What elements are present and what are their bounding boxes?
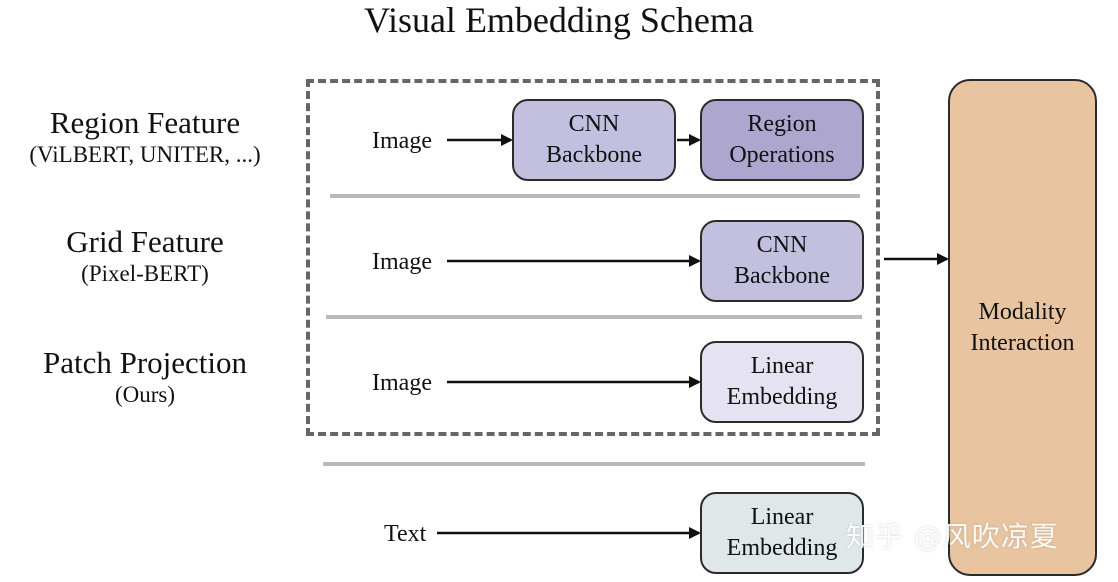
visual-embedding-group <box>306 79 880 436</box>
row-subtitle-patch-projection: (Ours) <box>114 382 176 407</box>
cnn-backbone-box-grid: CNN Backbone <box>700 220 864 302</box>
row-subtitle-region-feature: (ViLBERT, UNITER, ...) <box>29 142 261 167</box>
region-operations-box: Region Operations <box>700 99 864 181</box>
row-label-region-feature: Region Feature (ViLBERT, UNITER, ...) <box>0 105 290 169</box>
separator-line <box>330 194 860 198</box>
input-label-image: Image <box>372 370 432 396</box>
row-title-region-feature: Region Feature <box>49 105 241 140</box>
separator-line <box>323 462 865 466</box>
linear-embedding-box-text: Linear Embedding <box>700 492 864 574</box>
row-label-grid-feature: Grid Feature (Pixel-BERT) <box>0 224 290 288</box>
diagram-title: Visual Embedding Schema <box>364 0 754 40</box>
row-subtitle-grid-feature: (Pixel-BERT) <box>81 261 209 286</box>
row-label-patch-projection: Patch Projection (Ours) <box>0 345 290 409</box>
input-label-image: Image <box>372 128 432 154</box>
row-title-patch-projection: Patch Projection <box>42 345 248 380</box>
input-label-image: Image <box>372 249 432 275</box>
watermark-text: 知乎 @风吹凉夏 <box>846 520 1059 553</box>
input-label-text: Text <box>384 521 427 547</box>
modality-interaction-box: Modality Interaction <box>948 79 1097 576</box>
separator-line <box>326 315 862 319</box>
linear-embedding-box-patch: Linear Embedding <box>700 341 864 423</box>
row-title-grid-feature: Grid Feature <box>66 224 224 259</box>
cnn-backbone-box-region: CNN Backbone <box>512 99 676 181</box>
